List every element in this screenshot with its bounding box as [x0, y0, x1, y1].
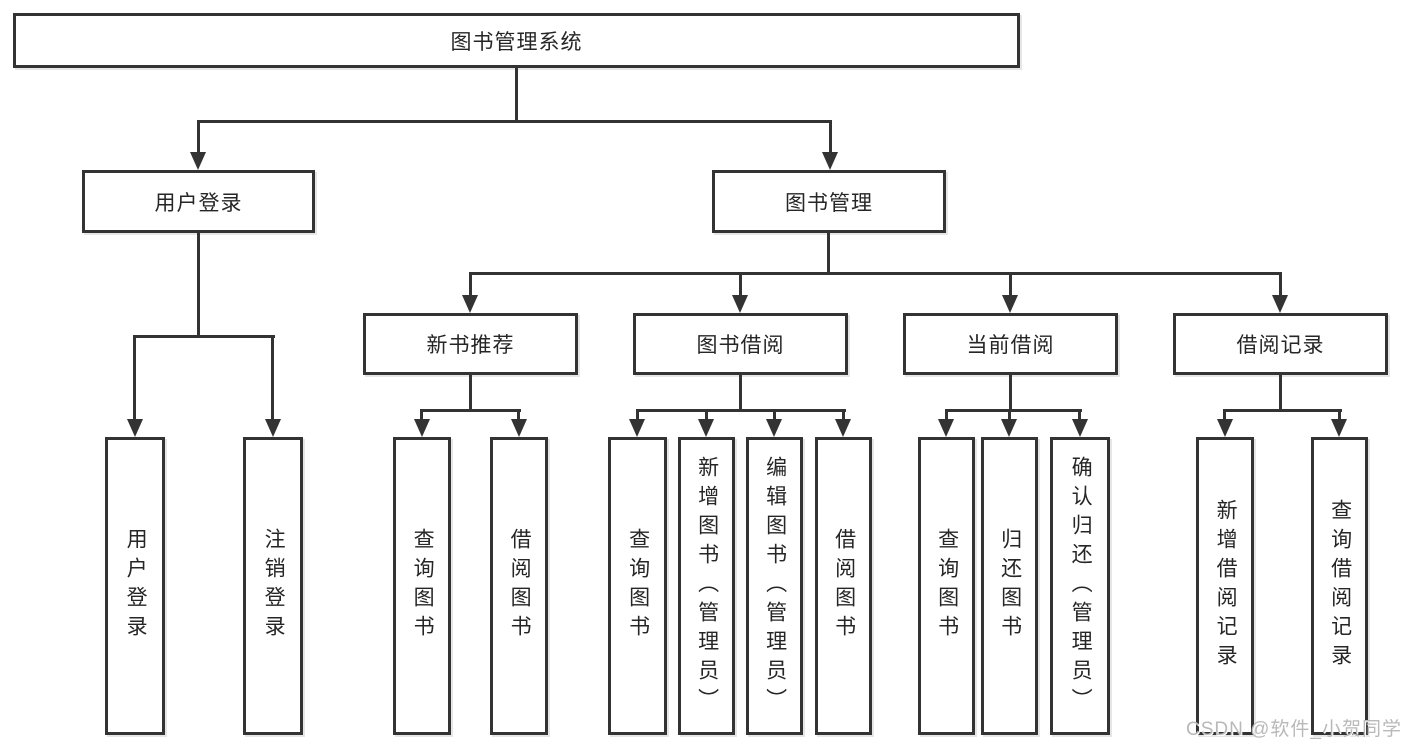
node-label: 编辑图书（管理员） — [763, 455, 787, 717]
leaf-rec-query-books: 查询图书 — [393, 437, 451, 735]
arrow-down-icon — [835, 419, 851, 437]
node-current-borrowing: 当前借阅 — [903, 313, 1118, 375]
node-borrowing-records: 借阅记录 — [1173, 313, 1388, 375]
node-label: 当前借阅 — [966, 334, 1055, 357]
arrow-down-icon — [732, 295, 748, 313]
connector-to-bb-add — [705, 409, 708, 419]
arrow-down-icon — [1072, 419, 1088, 437]
connector-user-login-bus — [133, 335, 275, 338]
connector-to-bb-borrow — [842, 409, 845, 419]
connector-current-borrowing-stub — [1009, 375, 1012, 409]
leaf-cb-return-books: 归还图书 — [981, 437, 1038, 735]
leaf-br-query-record: 查询借阅记录 — [1311, 437, 1368, 735]
leaf-br-add-record: 新增借阅记录 — [1196, 437, 1254, 735]
connector-user-login-stub — [197, 233, 200, 335]
connector-to-br-query — [1338, 409, 1341, 419]
connector-to-new-book-rec — [469, 272, 472, 295]
connector-to-rec-borrow — [517, 409, 520, 419]
connector-to-leaf-logout — [271, 335, 274, 419]
arrow-down-icon — [938, 419, 954, 437]
node-label: 借阅图书 — [508, 528, 532, 644]
node-label: 用户登录 — [154, 191, 243, 215]
connector-to-bb-query — [636, 409, 639, 419]
leaf-cb-query-books: 查询图书 — [918, 437, 975, 735]
node-book-borrowing: 图书借阅 — [633, 313, 848, 375]
connector-to-br-add — [1223, 409, 1226, 419]
leaf-logout: 注销登录 — [243, 437, 303, 735]
node-label: 新增图书（管理员） — [695, 455, 719, 717]
node-new-book-recommendation: 新书推荐 — [363, 313, 578, 375]
node-label: 借阅记录 — [1236, 334, 1325, 357]
leaf-cb-confirm-return-admin: 确认归还（管理员） — [1050, 437, 1110, 735]
arrow-down-icon — [1002, 295, 1018, 313]
node-label: 新书推荐 — [426, 334, 515, 357]
arrow-down-icon — [1217, 419, 1233, 437]
arrow-down-icon — [629, 419, 645, 437]
connector-book-mgmt-stub — [827, 233, 830, 272]
connector-to-cb-query — [945, 409, 948, 419]
arrow-down-icon — [1272, 295, 1288, 313]
node-user-login: 用户登录 — [82, 170, 315, 233]
connector-to-cb-return — [1008, 409, 1011, 419]
arrow-down-icon — [462, 295, 478, 313]
arrow-down-icon — [1331, 419, 1347, 437]
connector-to-cb-confirm — [1078, 409, 1081, 419]
node-label: 用户登录 — [124, 528, 148, 644]
connector-current-borrowing-bus — [945, 409, 1082, 412]
connector-to-book-borrowing — [739, 272, 742, 295]
connector-to-current-borrowing — [1009, 272, 1012, 295]
arrow-down-icon — [127, 419, 143, 437]
node-label: 图书管理 — [785, 191, 873, 215]
arrow-down-icon — [822, 152, 838, 170]
connector-to-rec-query — [420, 409, 423, 419]
connector-to-leaf-user-login — [133, 335, 136, 419]
connector-to-bb-edit — [773, 409, 776, 419]
connector-to-book-management — [829, 120, 832, 152]
arrow-down-icon — [766, 419, 782, 437]
node-label: 查询借阅记录 — [1328, 499, 1352, 673]
node-label: 借阅图书 — [832, 528, 856, 644]
node-label: 图书管理系统 — [450, 30, 583, 54]
node-label: 查询图书 — [626, 528, 650, 644]
connector-borrowing-records-stub — [1279, 375, 1282, 409]
watermark: CSDN @软件_小贺同学 — [1186, 719, 1402, 740]
leaf-user-login: 用户登录 — [105, 437, 165, 735]
connector-to-borrowing-records — [1279, 272, 1282, 295]
node-label: 归还图书 — [998, 528, 1022, 644]
connector-new-book-rec-bus — [420, 409, 521, 412]
node-label: 查询图书 — [935, 528, 959, 644]
leaf-bb-add-books-admin: 新增图书（管理员） — [678, 437, 735, 735]
arrow-down-icon — [511, 419, 527, 437]
leaf-bb-borrow-books: 借阅图书 — [815, 437, 872, 735]
connector-root-stub — [515, 68, 518, 120]
connector-root-bus — [197, 120, 832, 123]
node-book-management-system: 图书管理系统 — [13, 13, 1020, 68]
connector-book-borrowing-bus — [636, 409, 846, 412]
node-label: 确认归还（管理员） — [1069, 455, 1093, 717]
leaf-bb-edit-books-admin: 编辑图书（管理员） — [746, 437, 803, 735]
node-label: 新增借阅记录 — [1214, 499, 1238, 673]
arrow-down-icon — [414, 419, 430, 437]
node-book-management: 图书管理 — [712, 170, 946, 233]
arrow-down-icon — [1001, 419, 1017, 437]
node-label: 注销登录 — [262, 528, 286, 644]
node-label: 查询图书 — [411, 528, 435, 644]
connector-borrowing-records-bus — [1224, 409, 1342, 412]
arrow-down-icon — [698, 419, 714, 437]
leaf-rec-borrow-books: 借阅图书 — [490, 437, 548, 735]
arrow-down-icon — [190, 152, 206, 170]
leaf-bb-query-books: 查询图书 — [608, 437, 667, 735]
connector-book-borrowing-stub — [739, 375, 742, 409]
arrow-down-icon — [265, 419, 281, 437]
connector-new-book-rec-stub — [469, 375, 472, 409]
connector-book-mgmt-bus — [469, 272, 1282, 275]
connector-to-user-login — [197, 120, 200, 152]
node-label: 图书借阅 — [696, 334, 785, 357]
